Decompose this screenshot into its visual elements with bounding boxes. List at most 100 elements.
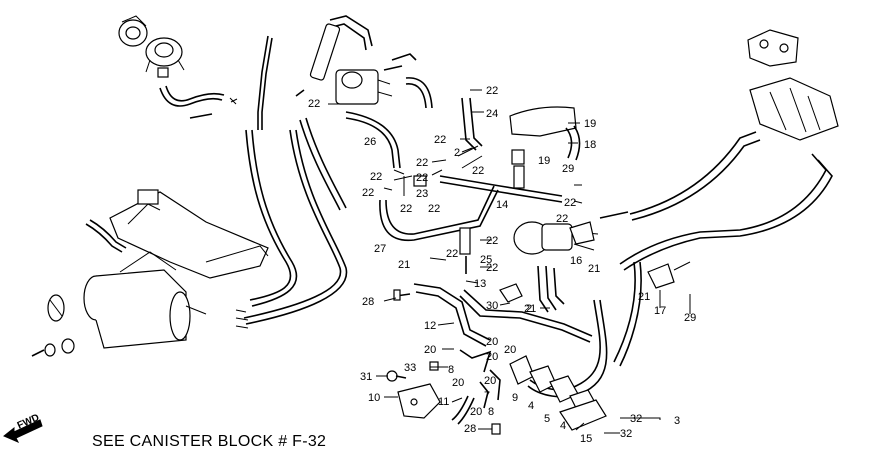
callout-5: 5	[544, 413, 550, 425]
callout-24: 24	[486, 108, 498, 120]
callout-22: 22	[416, 172, 428, 184]
bolt-33	[429, 361, 439, 371]
cover-top-center	[509, 106, 577, 137]
callout-17: 17	[654, 305, 666, 317]
callout-22: 22	[434, 134, 446, 146]
vertical-hoses-21	[537, 265, 565, 313]
callout-32: 32	[630, 413, 642, 425]
callout-14: 14	[496, 199, 508, 211]
fwd-arrow-icon: FWD	[3, 412, 43, 443]
hose-24	[461, 97, 483, 151]
callout-28: 28	[464, 423, 476, 435]
callout-22: 22	[416, 157, 428, 169]
small-fittings-center	[457, 145, 525, 189]
callout-8: 8	[488, 406, 494, 418]
callout-12: 12	[424, 320, 436, 332]
callout-labels: 22 22 22 22 22 22 22 22 22 22 22 22 22 2…	[308, 85, 696, 445]
fitting-23-cluster	[393, 175, 427, 196]
hose-bundle-25	[459, 227, 471, 274]
callout-22: 22	[308, 98, 320, 110]
bypass-valve-part	[513, 221, 599, 255]
callout-22: 22	[486, 85, 498, 97]
leader-lines	[328, 89, 691, 434]
callout-21: 21	[398, 259, 410, 271]
long-thin-hose-left	[257, 35, 273, 130]
callout-4: 4	[560, 420, 566, 432]
callout-29: 29	[684, 312, 696, 324]
bracket-17	[647, 261, 691, 289]
valve-body-right	[749, 77, 839, 141]
callout-11: 11	[438, 396, 449, 408]
bracket-16	[569, 221, 595, 245]
callout-20: 20	[452, 377, 464, 389]
pipe-12-assembly	[413, 283, 593, 347]
callout-7: 7	[484, 390, 490, 402]
callout-13: 13	[474, 278, 486, 290]
clip-30	[499, 283, 523, 303]
long-hose-right-upper	[599, 131, 761, 221]
callout-20: 20	[486, 336, 498, 348]
callout-3: 3	[674, 415, 680, 427]
callout-19: 19	[584, 118, 596, 130]
small-clamps-20	[459, 349, 501, 409]
callout-2: 2	[454, 147, 460, 159]
callout-21: 21	[588, 263, 600, 275]
callout-27: 27	[374, 243, 386, 255]
callout-31: 31	[360, 371, 372, 383]
callout-28: 28	[362, 296, 374, 308]
callout-22: 22	[556, 213, 568, 225]
callout-22: 22	[362, 187, 374, 199]
callout-18: 18	[584, 139, 596, 151]
small-hose-top-left	[159, 85, 238, 119]
corrugated-hose-bundle	[235, 117, 348, 329]
callout-22: 22	[472, 165, 484, 177]
callout-9: 9	[512, 392, 518, 404]
callout-21: 21	[524, 303, 536, 315]
hose-18	[565, 125, 581, 161]
callout-20: 20	[484, 375, 496, 387]
callout-22: 22	[370, 171, 382, 183]
solenoid-blocks	[509, 355, 607, 431]
callout-20: 20	[486, 351, 498, 363]
callout-10: 10	[368, 392, 380, 404]
callout-21: 21	[638, 291, 650, 303]
callout-22: 22	[486, 262, 498, 274]
upper-pipe	[295, 15, 373, 97]
see-canister-block-caption: SEE CANISTER BLOCK # F-32	[92, 433, 327, 450]
gasket-ring-part	[118, 15, 148, 47]
callout-16: 16	[570, 255, 582, 267]
callout-23: 23	[416, 188, 428, 200]
callout-4: 4	[528, 400, 534, 412]
callout-30: 30	[486, 300, 498, 312]
callout-29: 29	[562, 163, 574, 175]
callout-32: 32	[620, 428, 632, 440]
grommet-hose-11	[451, 395, 475, 425]
seal-ring-part	[47, 294, 65, 322]
callout-20: 20	[504, 344, 516, 356]
bolt-28	[393, 289, 411, 301]
bolt-31	[386, 370, 407, 382]
bolt-and-washers-left	[31, 338, 75, 357]
callout-22: 22	[486, 235, 498, 247]
callout-26: 26	[364, 136, 376, 148]
egr-valve-top-right	[747, 29, 799, 67]
bracket-10	[397, 383, 441, 419]
callout-8: 8	[448, 364, 454, 376]
callout-20: 20	[470, 406, 482, 418]
hose-27	[379, 175, 563, 242]
bolt-28-bottom	[491, 423, 501, 435]
callout-22: 22	[428, 203, 440, 215]
control-valve-part	[335, 53, 417, 105]
callout-2: 2	[526, 303, 532, 315]
canister-bracket-part	[109, 189, 269, 279]
callout-20: 20	[424, 344, 436, 356]
callout-22: 22	[564, 197, 576, 209]
callout-22: 22	[446, 248, 458, 260]
callout-15: 15	[580, 433, 592, 445]
callout-25: 25	[480, 254, 492, 266]
bracket-hose-left	[85, 219, 127, 253]
canister-part	[83, 251, 207, 349]
hose-26	[345, 111, 401, 169]
